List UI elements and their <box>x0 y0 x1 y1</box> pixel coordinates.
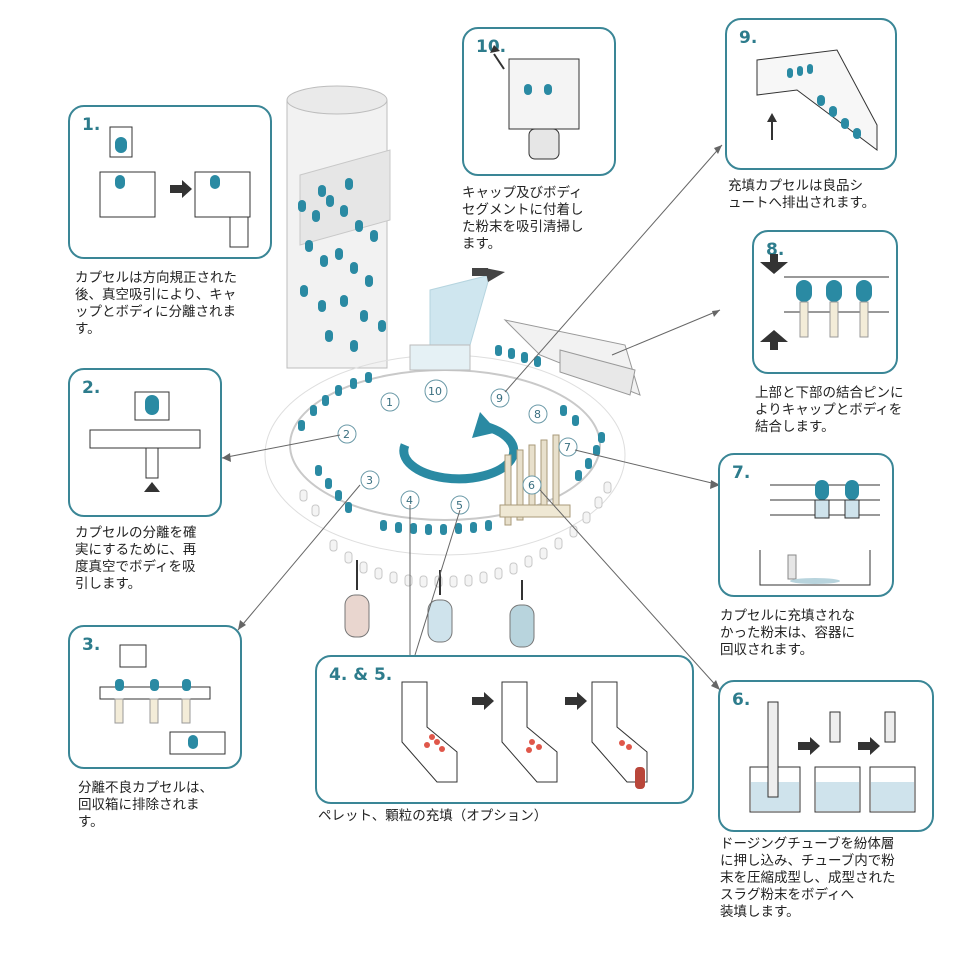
panel-step-4-5: 4. & 5. <box>315 655 694 804</box>
caption-step-7: カプセルに充填されな かった粉末は、容器に 回収されます。 <box>720 608 855 658</box>
dosing-pins <box>499 434 571 526</box>
suction-station <box>409 268 505 371</box>
svg-text:8: 8 <box>534 408 541 421</box>
step-10-illustration <box>490 45 580 160</box>
step-number: 3. <box>82 635 101 655</box>
capsule-ring <box>298 345 605 535</box>
caption-step-8: 上部と下部の結合ピンに よりキャップとボディを 結合します。 <box>755 385 904 435</box>
caption-step-3: 分離不良カプセルは、 回収箱に排除されま す。 <box>78 780 213 830</box>
station-number-labels: 1 2 3 4 5 6 7 8 9 10 <box>337 379 578 515</box>
step-number: 6. <box>732 690 751 710</box>
step-number: 9. <box>739 28 758 48</box>
caption-step-9: 充填カプセルは良品シ ュートへ排出されます。 <box>728 178 876 211</box>
caption-step-6: ドージングチューブを紛体層 に押し込み、チューブ内で粉 末を圧縮成型し、成型され… <box>720 836 896 920</box>
caption-step-2: カプセルの分離を確 実にするために、再 度真空でボディを吸 引します。 <box>75 525 197 592</box>
step-1-illustration <box>99 126 251 248</box>
step-number: 1. <box>82 115 101 135</box>
step-number: 10. <box>476 37 507 57</box>
panel-step-6: 6. <box>718 680 934 832</box>
leader-arrowheads <box>222 145 722 690</box>
step-9-illustration <box>756 49 878 151</box>
caption-step-1: カプセルは方向規正された 後、真空吸引により、キャ ップとボディに分離されま す… <box>75 270 237 337</box>
discharge-chute <box>503 319 641 396</box>
recovery-tubes <box>344 560 535 648</box>
step-number: 4. & 5. <box>329 665 393 685</box>
step-8-illustration <box>760 254 889 350</box>
svg-text:3: 3 <box>366 474 373 487</box>
hopper <box>286 85 391 369</box>
svg-text:5: 5 <box>456 499 463 512</box>
caption-step-10: キャップ及びボディ セグメントに付着し た粉末を吸引清掃し ます。 <box>462 185 584 252</box>
panel-step-3: 3. <box>68 625 242 769</box>
svg-text:4: 4 <box>406 494 413 507</box>
svg-text:1: 1 <box>386 396 393 409</box>
panel-step-9: 9. <box>725 18 897 170</box>
leader-lines <box>221 144 723 691</box>
step-6-illustration <box>749 701 916 813</box>
hopper-capsules <box>298 178 386 352</box>
step-4-5-illustration <box>401 681 648 789</box>
svg-text:9: 9 <box>496 392 503 405</box>
svg-text:10: 10 <box>428 385 442 398</box>
caption-step-4-5: ペレット、顆粒の充填（オプション） <box>318 808 548 824</box>
svg-text:7: 7 <box>564 441 571 454</box>
panel-step-8: 8. <box>752 230 898 374</box>
step-2-illustration <box>89 391 201 492</box>
svg-text:6: 6 <box>528 479 535 492</box>
panel-step-1: 1. <box>68 105 272 259</box>
panel-step-7: 7. <box>718 453 894 597</box>
panel-step-2: 2. <box>68 368 222 517</box>
step-7-illustration <box>759 480 880 586</box>
step-number: 2. <box>82 378 101 398</box>
step-3-illustration <box>99 644 226 755</box>
step-number: 7. <box>732 463 751 483</box>
panel-step-10: 10. <box>462 27 616 176</box>
svg-text:2: 2 <box>343 428 350 441</box>
